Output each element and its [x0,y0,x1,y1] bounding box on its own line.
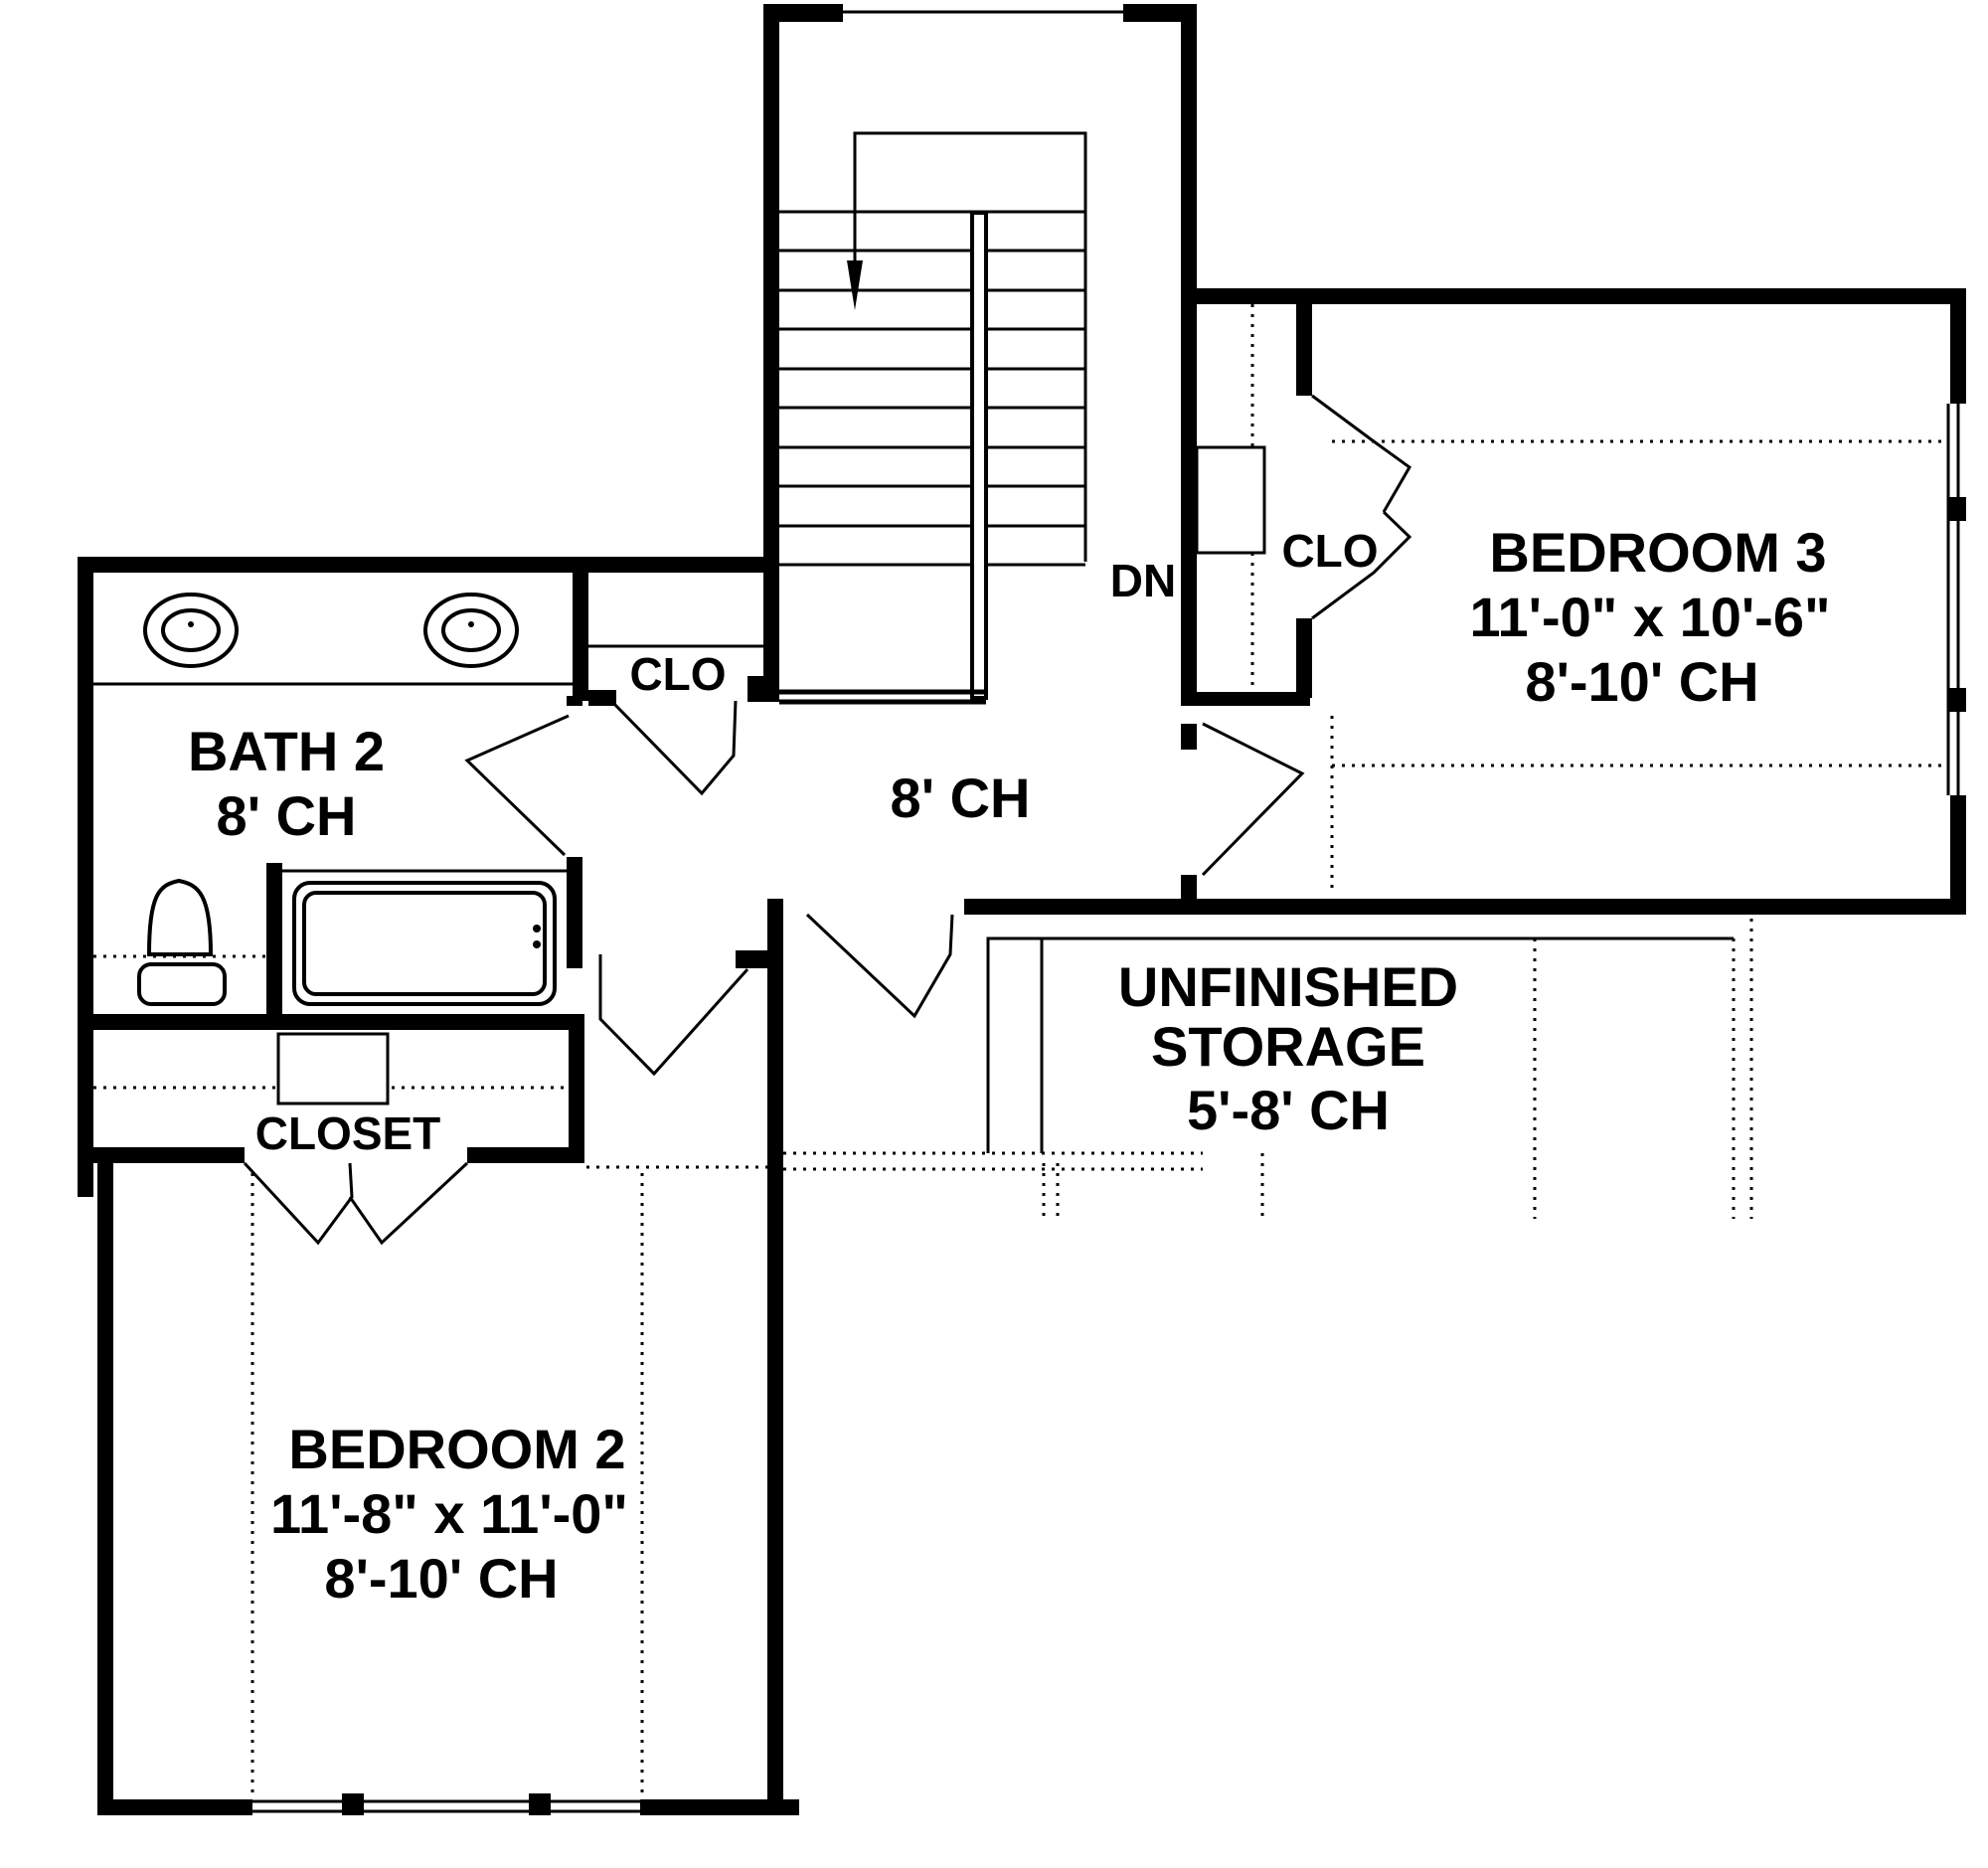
room-name: BEDROOM 2 [288,1418,625,1480]
hallway: CLO 8' CH [464,557,1305,1077]
hall-ceiling-label: 8' CH [891,766,1031,829]
room-ceiling: 8' CH [217,784,357,847]
closet-label: CLO [1281,525,1378,577]
unfinished-storage: UNFINISHED STORAGE 5'-8' CH [783,919,1753,1219]
bedroom-2-window [252,1793,640,1815]
bedroom-3-closet: CLO [1195,304,1412,692]
toilet-icon [137,878,227,1006]
room-size: 11'-8" x 11'-0" [270,1482,628,1545]
bedroom-3-window [1946,404,1966,795]
sink-icon [423,593,519,668]
stair-direction-label: DN [1110,555,1176,606]
bedroom-3: CLO BEDROOM 3 11'-0" x 10'-6" 8'-10' CH [964,288,1966,915]
sink-icon [143,593,239,668]
bedroom-2-closet: CLOSET [93,1032,567,1246]
room-size: 11'-0" x 10'-6" [1469,586,1830,648]
room-ceiling: 5'-8' CH [1187,1079,1390,1141]
stairwell: DN [763,4,1197,705]
stair-treads [779,210,1085,567]
bath-2: BATH 2 8' CH [78,557,590,1197]
room-name-line2: STORAGE [1151,1015,1425,1078]
room-ceiling: 8'-10' CH [324,1547,558,1610]
stair-arrow-icon [847,260,863,310]
room-name: BATH 2 [188,720,385,782]
bathtub-icon [292,881,557,1006]
room-name-line1: UNFINISHED [1118,955,1458,1018]
closet-label: CLOSET [255,1107,441,1159]
room-name: BEDROOM 3 [1489,521,1826,584]
room-ceiling: 8'-10' CH [1525,650,1758,713]
closet-label: CLO [629,648,726,700]
bedroom-2: CLOSET BEDROOM 2 11'-8" x 11'-0" 8'-10' … [78,899,799,1815]
hall-closet: CLO [573,557,779,796]
